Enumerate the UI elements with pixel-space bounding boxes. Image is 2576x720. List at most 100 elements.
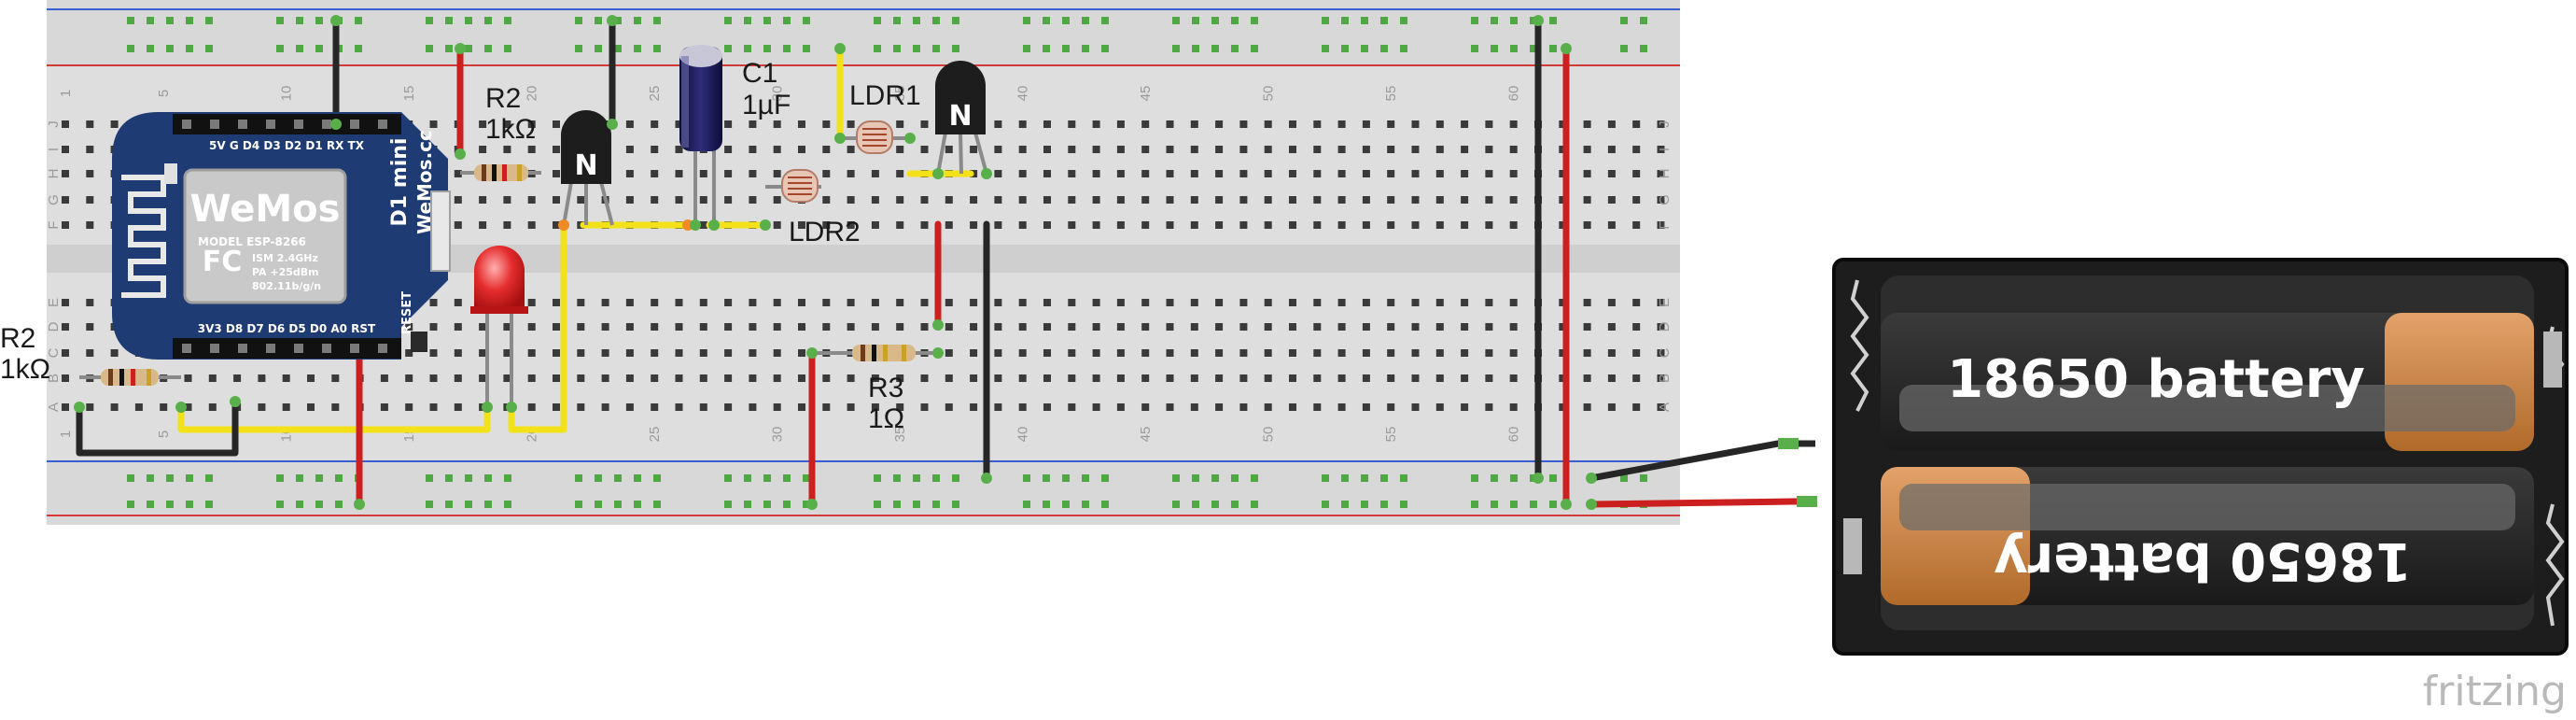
breadboard-hole (1509, 299, 1518, 306)
breadboard-hole (1239, 403, 1248, 411)
breadboard-hole (1289, 374, 1296, 382)
rail-hole (1062, 17, 1070, 24)
breadboard-hole (945, 221, 953, 229)
breadboard-hole (651, 196, 659, 204)
red-led[interactable] (470, 246, 528, 407)
breadboard-hole (1411, 120, 1420, 128)
breadboard-hole (1215, 299, 1224, 306)
rail-hole (653, 17, 661, 24)
breadboard-hole (553, 374, 560, 382)
breadboard-hole (1509, 120, 1518, 128)
breadboard-hole (970, 349, 978, 357)
breadboard-hole (625, 349, 634, 357)
breadboard-hole (1657, 403, 1665, 411)
breadboard-hole (1068, 196, 1076, 204)
breadboard-hole (699, 299, 707, 306)
breadboard-hole (1068, 120, 1076, 128)
breadboard-hole (896, 323, 904, 331)
breadboard-hole (871, 196, 879, 204)
breadboard-hole (86, 146, 94, 153)
breadboard-hole (86, 323, 94, 331)
breadboard-hole (1166, 403, 1174, 411)
breadboard-hole (62, 221, 69, 229)
resistor-r2-left[interactable] (79, 369, 181, 386)
column-number: 55 (1383, 86, 1399, 102)
capacitor-c1[interactable] (679, 45, 722, 225)
reset-button[interactable] (411, 332, 427, 352)
resistor-r3[interactable] (812, 345, 938, 361)
breadboard-hole (1116, 323, 1125, 331)
rail-hole (147, 474, 154, 482)
rail-hole (1251, 45, 1258, 52)
rail-hole (1023, 501, 1030, 508)
breadboard-hole (1632, 349, 1641, 357)
breadboard-hole (749, 299, 757, 306)
breadboard-hole (1387, 170, 1395, 177)
column-number: 20 (525, 86, 540, 102)
rail-hole (465, 17, 472, 24)
breadboard-hole (1632, 170, 1641, 177)
breadboard-hole (675, 374, 683, 382)
transistor-1[interactable]: N (561, 110, 614, 226)
battery-lead-red[interactable] (1590, 498, 1815, 508)
breadboard-hole (1411, 403, 1420, 411)
breadboard-hole (62, 299, 69, 306)
rail-hole (634, 45, 641, 52)
breadboard-hole (1607, 374, 1616, 382)
wemos-d1-mini[interactable]: WeMos FC MODEL ESP-8266 ISM 2.4GHz PA +2… (112, 112, 451, 360)
rail-hole (205, 45, 213, 52)
rail-hole (484, 17, 492, 24)
breadboard-hole (945, 349, 953, 357)
rail-hole (1231, 474, 1239, 482)
rail-hole (1082, 45, 1089, 52)
breadboard-hole (1607, 170, 1616, 177)
breadboard-hole (970, 196, 978, 204)
breadboard-hole (1387, 323, 1395, 331)
wire-yellow[interactable] (177, 407, 491, 433)
wire-yellow[interactable] (508, 225, 567, 433)
rail-hole (445, 45, 453, 52)
rail-hole (874, 501, 881, 508)
rail-hole (1530, 45, 1537, 52)
breadboard-hole (1583, 146, 1591, 153)
rail-hole (504, 474, 511, 482)
breadboard-hole (1461, 323, 1469, 331)
breadboard-hole (699, 221, 707, 229)
breadboard-hole (86, 196, 94, 204)
rail-hole (1231, 17, 1239, 24)
breadboard-hole (1657, 196, 1665, 204)
breadboard-hole (1092, 349, 1100, 357)
breadboard-hole (749, 120, 757, 128)
breadboard-hole (1215, 146, 1224, 153)
wire-black[interactable] (76, 402, 239, 457)
rail-hole (932, 501, 940, 508)
breadboard-hole (577, 323, 585, 331)
row-letter: A (1657, 402, 1673, 412)
ldr1[interactable] (840, 120, 910, 154)
breadboard-hole (1607, 349, 1616, 357)
rail-hole (1231, 45, 1239, 52)
column-number: 25 (647, 427, 663, 443)
breadboard-hole (1190, 221, 1198, 229)
resistor-r2[interactable] (460, 164, 541, 181)
breadboard-hole (1435, 299, 1444, 306)
column-number: 1 (58, 90, 74, 97)
breadboard-hole (577, 403, 585, 411)
rail-hole (1491, 501, 1498, 508)
breadboard-hole (208, 374, 217, 382)
r3-value: 1Ω (868, 403, 904, 434)
rail-hole (1549, 17, 1557, 24)
breadboard-hole (1461, 146, 1469, 153)
breadboard-hole (1485, 221, 1493, 229)
rail-hole (575, 474, 582, 482)
ldr2[interactable] (765, 169, 821, 203)
breadboard-hole (798, 323, 805, 331)
battery-holder[interactable]: 18650 battery 18650 battery (1832, 258, 2569, 656)
breadboard-hole (527, 299, 536, 306)
breadboard-hole (1166, 170, 1174, 177)
row-letter: G (1657, 194, 1673, 205)
transistor-2[interactable]: N (935, 61, 988, 175)
breadboard-hole (1141, 299, 1150, 306)
rail-hole (653, 474, 661, 482)
rail-hole (315, 474, 323, 482)
